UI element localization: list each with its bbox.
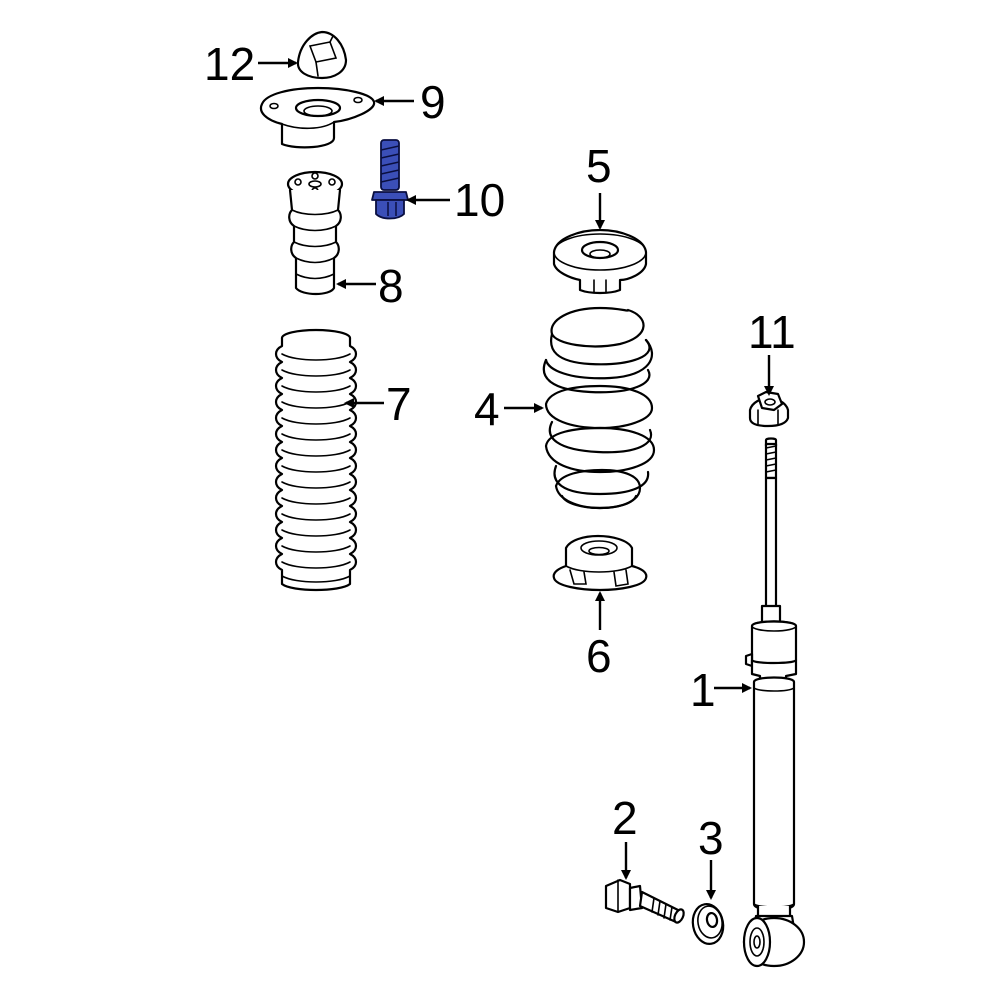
callout-9[interactable]: 9: [420, 76, 446, 128]
callout-7[interactable]: 7: [386, 378, 412, 430]
callout-8[interactable]: 8: [378, 260, 404, 312]
part-1-shock-absorber[interactable]: [742, 437, 806, 968]
part-12-cap[interactable]: [296, 30, 348, 80]
part-7-dust-boot[interactable]: [274, 328, 358, 592]
callout-labels: 12 9 10 8 7 4 5 6 11 1 2 3: [204, 38, 796, 864]
part-3-washer[interactable]: [690, 902, 726, 947]
part-2-lower-bolt[interactable]: [604, 878, 686, 924]
callout-3[interactable]: 3: [698, 812, 724, 864]
part-6-lower-spring-seat[interactable]: [552, 534, 648, 592]
part-8-bump-stop[interactable]: [286, 170, 344, 296]
callout-2[interactable]: 2: [612, 792, 638, 844]
callout-arrows: [258, 58, 774, 900]
part-4-coil-spring[interactable]: [542, 306, 656, 510]
part-10-bolt[interactable]: [371, 139, 409, 220]
callout-12[interactable]: 12: [204, 38, 255, 90]
part-11-nut[interactable]: [748, 390, 790, 428]
callout-4[interactable]: 4: [474, 383, 500, 435]
callout-5[interactable]: 5: [586, 140, 612, 192]
callout-1[interactable]: 1: [690, 664, 716, 716]
callout-10[interactable]: 10: [454, 174, 505, 226]
part-5-upper-spring-seat[interactable]: [552, 228, 648, 295]
callout-6[interactable]: 6: [586, 630, 612, 682]
part-9-upper-mount[interactable]: [259, 86, 376, 149]
callout-11[interactable]: 11: [748, 306, 796, 358]
